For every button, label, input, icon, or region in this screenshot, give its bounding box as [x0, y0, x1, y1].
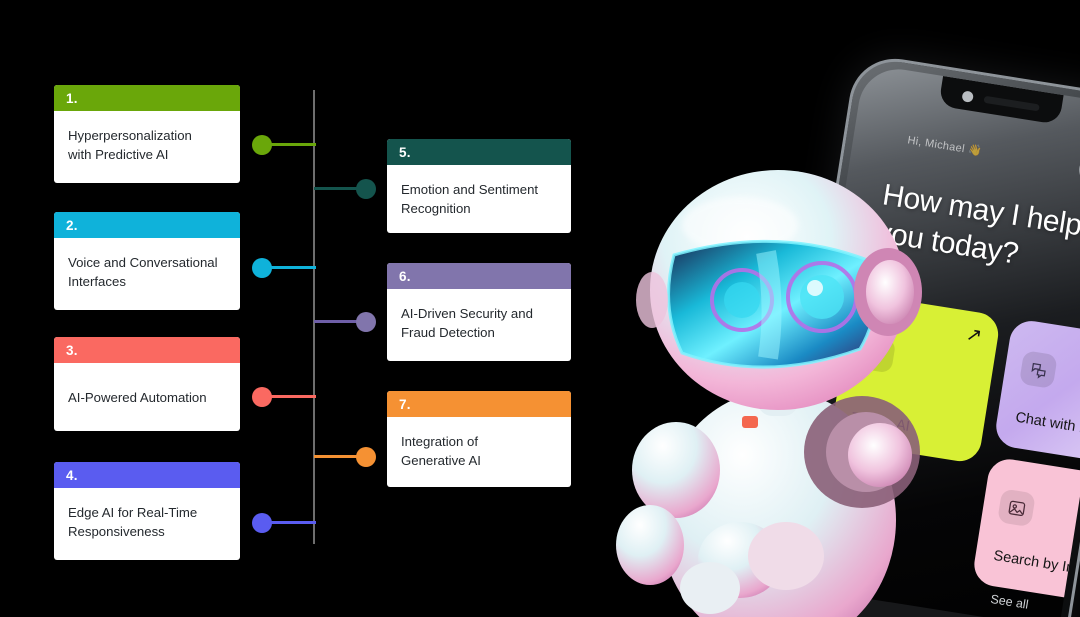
- card-title: AI-Driven Security and Fraud Detection: [401, 306, 533, 340]
- card-title: Hyperpersonalization with Predictive AI: [68, 128, 192, 162]
- card-title: AI-Powered Automation: [68, 390, 207, 405]
- card-number: 2.: [66, 217, 78, 233]
- card-body-1: Hyperpersonalization with Predictive AI: [54, 111, 240, 180]
- card-header-7: 7.: [387, 391, 571, 417]
- card-body-2: Voice and Conversational Interfaces: [54, 238, 240, 307]
- card-header-2: 2.: [54, 212, 240, 238]
- timeline-axis: [313, 90, 315, 544]
- timeline-card-4[interactable]: 4. Edge AI for Real-Time Responsiveness: [54, 462, 240, 560]
- ai-assistant-scene: Hi, Michael 👋 How may I help you today? …: [590, 0, 1080, 617]
- timeline-card-2[interactable]: 2. Voice and Conversational Interfaces: [54, 212, 240, 310]
- timeline-dot-5[interactable]: [356, 179, 376, 199]
- card-title: Emotion and Sentiment Recognition: [401, 182, 539, 216]
- card-body-4: Edge AI for Real-Time Responsiveness: [54, 488, 240, 557]
- card-header-5: 5.: [387, 139, 571, 165]
- card-header-3: 3.: [54, 337, 240, 363]
- tile-search-by-image[interactable]: ↗ Search by Image: [971, 456, 1080, 607]
- card-number: 7.: [399, 396, 411, 412]
- card-number: 4.: [66, 467, 78, 483]
- image-icon: [997, 488, 1036, 528]
- card-title: Integration of Generative AI: [401, 434, 481, 468]
- timeline-dot-7[interactable]: [356, 447, 376, 467]
- timeline-card-6[interactable]: 6. AI-Driven Security and Fraud Detectio…: [387, 263, 571, 361]
- tile-chat-with-bot[interactable]: ↗ Chat with Bot: [993, 317, 1080, 468]
- connector-1: [262, 143, 316, 146]
- timeline-card-5[interactable]: 5. Emotion and Sentiment Recognition: [387, 139, 571, 233]
- connector-6: [314, 320, 366, 323]
- card-header-4: 4.: [54, 462, 240, 488]
- connector-3: [262, 395, 316, 398]
- card-number: 5.: [399, 144, 411, 160]
- connector-4: [262, 521, 316, 524]
- timeline-dot-1[interactable]: [252, 135, 272, 155]
- connector-7: [314, 455, 366, 458]
- ai-assistant-robot: [616, 170, 922, 617]
- timeline-card-3[interactable]: 3. AI-Powered Automation: [54, 337, 240, 431]
- timeline-dot-2[interactable]: [252, 258, 272, 278]
- card-body-5: Emotion and Sentiment Recognition: [387, 165, 571, 233]
- timeline-dot-3[interactable]: [252, 387, 272, 407]
- timeline-card-7[interactable]: 7. Integration of Generative AI: [387, 391, 571, 487]
- card-body-6: AI-Driven Security and Fraud Detection: [387, 289, 571, 358]
- timeline-dot-4[interactable]: [252, 513, 272, 533]
- card-title: Voice and Conversational Interfaces: [68, 255, 218, 289]
- connector-2: [262, 266, 316, 269]
- card-number: 6.: [399, 268, 411, 284]
- chat-bubble-icon: [1018, 350, 1058, 389]
- card-body-3: AI-Powered Automation: [54, 363, 240, 424]
- card-header-1: 1.: [54, 85, 240, 111]
- card-body-7: Integration of Generative AI: [387, 417, 571, 486]
- timeline-dot-6[interactable]: [356, 312, 376, 332]
- card-number: 3.: [66, 342, 78, 358]
- card-number: 1.: [66, 90, 78, 106]
- card-title: Edge AI for Real-Time Responsiveness: [68, 505, 198, 539]
- connector-5: [314, 187, 366, 190]
- card-header-6: 6.: [387, 263, 571, 289]
- timeline-card-1[interactable]: 1. Hyperpersonalization with Predictive …: [54, 85, 240, 183]
